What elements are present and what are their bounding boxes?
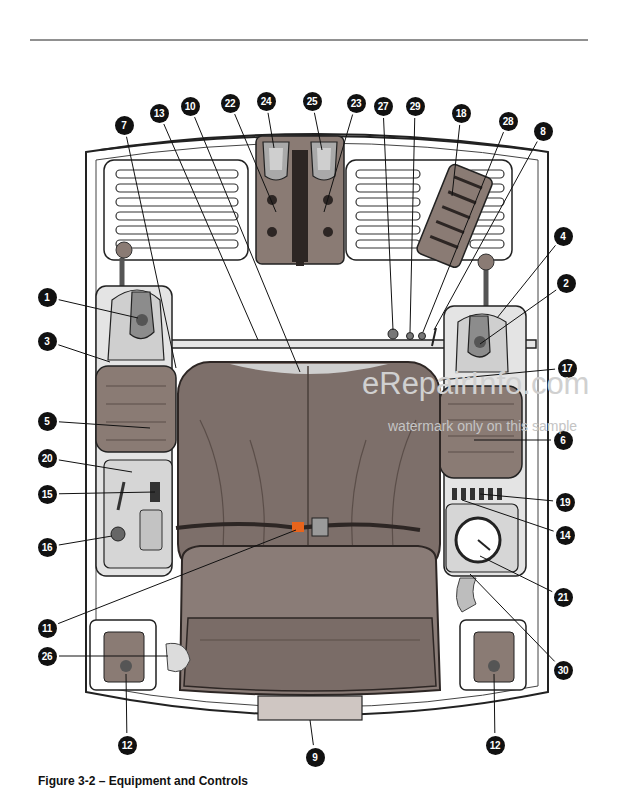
leader-line: [423, 132, 504, 332]
callout-number: 9: [306, 748, 325, 767]
leader-line: [58, 345, 110, 362]
leader-line: [480, 556, 552, 592]
callout-number: 26: [38, 647, 57, 666]
leader-line: [470, 574, 555, 661]
leader-line: [195, 117, 300, 372]
leader-line: [127, 137, 176, 368]
leader-line: [235, 114, 276, 212]
leader-line: [310, 720, 313, 745]
leader-line: [58, 530, 296, 624]
callout-number: 22: [221, 94, 240, 113]
callout-number: 23: [347, 94, 366, 113]
callout-number: 11: [38, 619, 57, 638]
callout-number: 12: [486, 736, 505, 755]
leader-line: [494, 674, 496, 733]
leader-line: [268, 113, 274, 148]
leader-line: [462, 500, 554, 531]
leader-line: [59, 460, 132, 472]
callout-number: 27: [374, 97, 393, 116]
leader-line: [59, 422, 150, 428]
callout-number: 21: [554, 588, 573, 607]
leader-line: [497, 245, 555, 318]
callout-number: 25: [303, 92, 322, 111]
callout-number: 3: [38, 332, 57, 351]
leader-line: [59, 656, 168, 657]
callout-number: 8: [534, 122, 553, 141]
leader-line: [324, 115, 353, 212]
callout-number: 14: [556, 526, 575, 545]
callout-number: 12: [118, 736, 137, 755]
leader-line: [59, 492, 155, 494]
callout-number: 19: [556, 493, 575, 512]
leader-line: [410, 118, 415, 332]
callout-number: 13: [150, 104, 169, 123]
callout-number: 16: [38, 538, 57, 557]
leader-line: [384, 118, 393, 330]
figure-caption: Figure 3-2 – Equipment and Controls: [38, 774, 248, 788]
leader-line: [452, 125, 460, 196]
leader-line: [59, 536, 112, 545]
callout-number: 7: [115, 116, 134, 135]
callout-number: 20: [38, 449, 57, 468]
callout-number: 4: [554, 227, 573, 246]
callout-number: 2: [557, 274, 576, 293]
callout-number: 28: [499, 112, 518, 131]
callout-number: 18: [452, 104, 471, 123]
leader-line: [480, 290, 556, 344]
callout-number: 29: [406, 97, 425, 116]
leader-line: [314, 113, 322, 150]
callout-number: 30: [554, 661, 573, 680]
callout-number: 24: [257, 92, 276, 111]
leader-line: [126, 674, 128, 733]
leader-line: [59, 300, 138, 318]
leader-line: [474, 440, 551, 441]
callout-number: 15: [38, 485, 57, 504]
callout-number: 1: [38, 288, 57, 307]
leader-line: [480, 494, 553, 501]
watermark: eRepairInfo.com: [362, 366, 589, 402]
leader-line: [434, 142, 537, 330]
callout-number: 10: [181, 97, 200, 116]
callout-number: 5: [38, 412, 57, 431]
watermark: watermark only on this sample: [388, 418, 577, 434]
